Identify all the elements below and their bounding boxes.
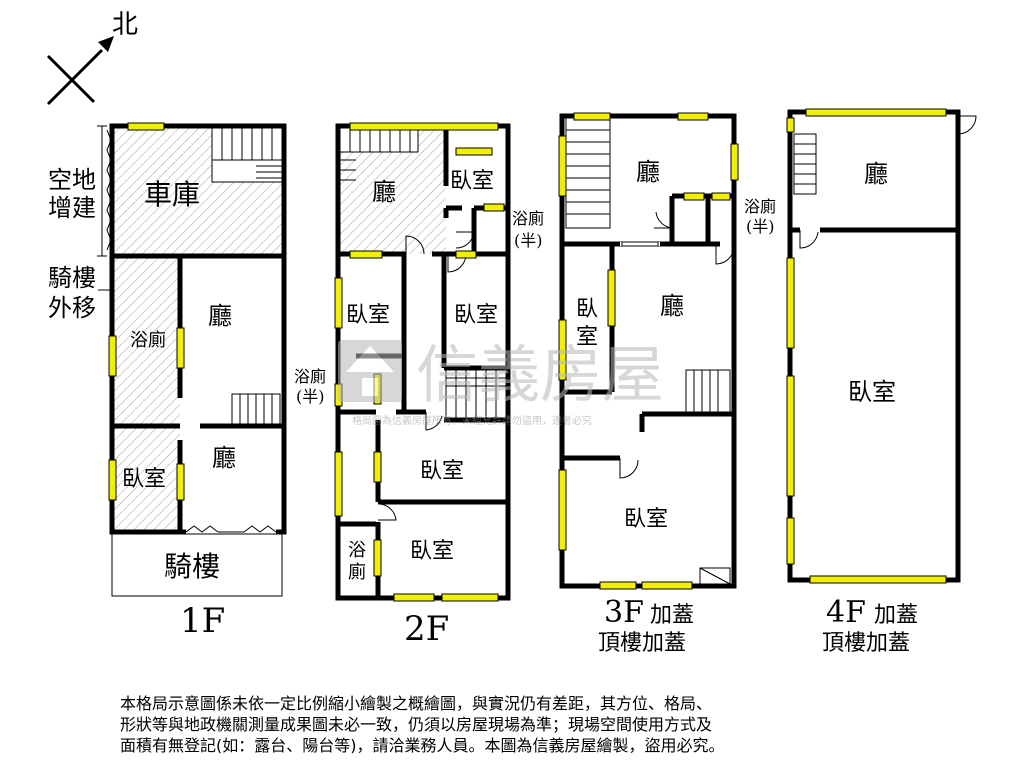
window: [455, 250, 477, 259]
window: [786, 375, 795, 497]
room-label: 廳: [636, 158, 660, 186]
floor-2f: 廳 臥室 浴廁 (半) 臥室 臥室 浴廁 (半) 臥室 浴 廁 臥室 2F: [294, 122, 544, 649]
annotation-arcade-2: 外移: [48, 294, 96, 322]
window: [176, 463, 185, 501]
window: [558, 319, 567, 381]
window: [373, 539, 382, 577]
brand-watermark: 信義房屋 格局圖為信義房屋所有，未經允許請勿盜用，違者必究: [338, 338, 664, 427]
room-label: 廁: [348, 561, 366, 583]
room-label: 浴: [348, 540, 366, 561]
north-arrow-icon: [98, 36, 114, 52]
window: [677, 112, 709, 121]
window: [809, 575, 947, 584]
window: [786, 257, 795, 349]
room-label: 臥室: [450, 169, 494, 194]
floor-caption-1f: 1F: [180, 601, 225, 641]
room-label: 臥室: [848, 378, 896, 406]
window: [334, 451, 343, 517]
window: [373, 451, 382, 483]
room-label: 臥室: [410, 539, 454, 564]
floor-caption-4f: 4F: [826, 595, 866, 630]
room-label: 廳: [864, 160, 888, 188]
room-label: 浴廁: [512, 209, 544, 228]
window: [349, 250, 383, 259]
room-label: 臥室: [420, 459, 464, 484]
annotation-arcade-1: 騎樓: [48, 264, 96, 292]
floor-caption-3f-extra: 加蓋: [650, 603, 694, 628]
watermark-small-text: 格局圖為信義房屋所有，未經允許請勿盜用，違者必究: [352, 414, 592, 427]
room-label: 騎樓: [164, 550, 220, 583]
room-label: 廳: [212, 444, 236, 472]
window: [573, 112, 611, 121]
room-label: 室: [576, 325, 598, 350]
room-label: 臥: [576, 297, 598, 322]
window: [127, 122, 165, 131]
disclaimer: 本格局示意圖係未依一定比例縮小繪製之概繪圖，與實況仍有差距，其方位、格局、 形狀…: [120, 693, 920, 756]
room-label: 廳: [372, 178, 396, 206]
room-label: 臥室: [346, 303, 390, 328]
north-label: 北: [112, 10, 138, 40]
house-logo-icon: [338, 340, 402, 402]
disclaimer-line: 面積有無登記(如：露台、陽台等)，請洽業務人員。本圖為信義房屋繪製，盜用必究。: [120, 736, 725, 755]
window: [786, 517, 795, 565]
window: [483, 203, 505, 212]
room-label: 廳: [660, 292, 684, 320]
watermark-brand: 信義房屋: [416, 338, 664, 411]
floor-caption-2f: 2F: [404, 609, 449, 649]
room-label: 車庫: [144, 178, 200, 211]
floor-caption-3f-line2: 頂樓加蓋: [598, 631, 686, 656]
north-compass: 北: [46, 10, 138, 106]
room-label: 臥室: [122, 467, 166, 492]
disclaimer-line: 形狀等與地政機關測量成果圖未必一致，仍須以房屋現場為準；現場空間使用方式及: [120, 715, 713, 734]
window: [349, 122, 499, 131]
window: [108, 335, 117, 377]
floor-caption-3f: 3F: [604, 595, 644, 630]
room-label: 臥室: [624, 507, 668, 532]
window: [730, 143, 739, 181]
window: [558, 135, 567, 197]
window: [441, 593, 499, 602]
room-label: (半): [296, 387, 325, 406]
door-icon: [799, 115, 977, 249]
window: [805, 108, 947, 117]
room-label: 浴廁: [294, 367, 326, 386]
floor-caption-4f-line2: 頂樓加蓋: [822, 631, 910, 656]
floor-caption-4f-extra: 加蓋: [874, 603, 918, 628]
window: [393, 593, 435, 602]
room-label: 廳: [208, 302, 232, 330]
room-label: (半): [746, 217, 775, 236]
window: [786, 117, 795, 133]
window: [641, 581, 693, 590]
room-label: 浴廁: [744, 197, 776, 216]
dimension-bracket: [97, 125, 112, 257]
annotation-vacant-land-2: 增建: [48, 194, 96, 222]
room-label: (半): [514, 231, 543, 250]
door-icon: [619, 211, 735, 479]
window: [607, 269, 616, 327]
window: [558, 469, 567, 551]
floor-4f: 廳 臥室 4F 加蓋 頂樓加蓋: [786, 108, 977, 656]
window: [455, 147, 493, 156]
window: [176, 327, 185, 369]
window: [683, 192, 705, 201]
disclaimer-line: 本格局示意圖係未依一定比例縮小繪製之概繪圖，與實況仍有差距，其方位、格局、: [120, 694, 713, 713]
floor-1f: 車庫 廳 浴廁 廳 臥室 騎樓 1F: [108, 122, 287, 641]
window: [334, 277, 343, 329]
annotation-vacant-land-1: 空地: [48, 166, 96, 194]
floor-3f: 廳 浴廁 (半) 臥 室 廳 臥室 3F 加蓋 頂樓加蓋: [558, 112, 776, 656]
window: [711, 192, 731, 201]
window: [108, 459, 117, 501]
room-label: 浴廁: [130, 329, 166, 351]
window: [599, 581, 637, 590]
room-label: 臥室: [454, 303, 498, 328]
